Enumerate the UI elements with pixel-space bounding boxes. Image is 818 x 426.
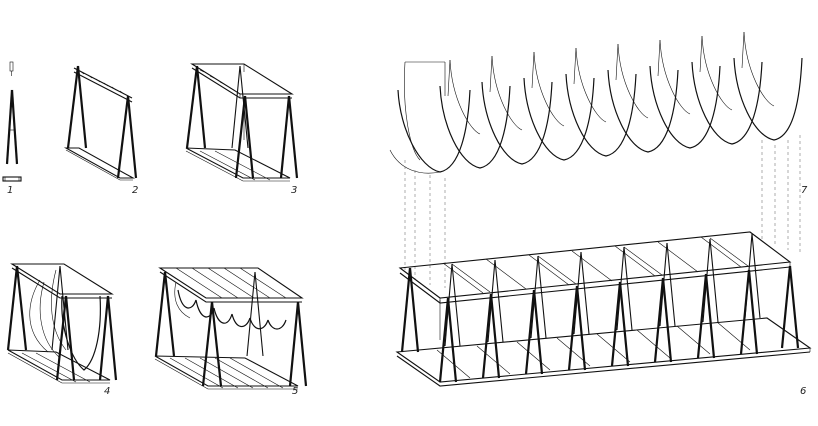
step-3-drawing [185,63,299,182]
step-label-6: 6 [800,386,807,397]
step-4-drawing [6,263,118,384]
step-label-5: 5 [292,386,299,397]
alignment-lines [404,135,801,288]
step-label-3: 3 [291,185,298,196]
step-5-drawing [154,267,308,390]
step-1-drawing [2,61,22,182]
step-6-drawing [395,231,812,387]
step-2-drawing [63,65,138,181]
step-label-4: 4 [104,386,111,397]
step-label-7: 7 [801,185,808,196]
step-label-2: 2 [132,185,139,196]
step-7-drawing [389,31,803,174]
step-label-1: 1 [7,185,14,196]
